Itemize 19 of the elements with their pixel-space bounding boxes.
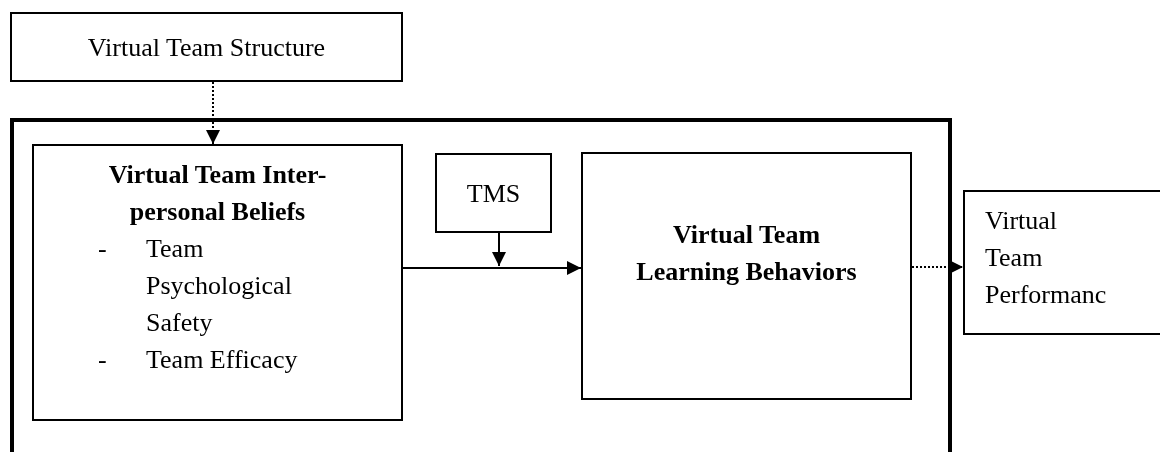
box-label: Virtual Team Performanc	[985, 205, 1108, 311]
process-box	[32, 144, 403, 421]
arrow	[492, 232, 506, 267]
box-label: TMS	[466, 177, 521, 210]
process-box	[963, 190, 1160, 335]
box-label: Virtual Team Structure	[87, 31, 326, 64]
process-box	[581, 152, 912, 400]
process-box	[435, 153, 552, 233]
bullet-dash: -	[98, 344, 108, 376]
list-item: Team Efficacy	[146, 344, 299, 376]
arrow	[911, 260, 964, 274]
arrow	[402, 261, 582, 275]
process-box	[10, 12, 403, 82]
frame-box	[10, 118, 952, 452]
box-heading: Virtual Team Inter-personal Beliefs	[107, 159, 328, 228]
list-item: Team Psychological Safety	[146, 233, 293, 339]
bullet-dash: -	[98, 233, 108, 265]
box-heading: Virtual Team Learning Behaviors	[635, 219, 858, 288]
arrow	[206, 81, 220, 145]
